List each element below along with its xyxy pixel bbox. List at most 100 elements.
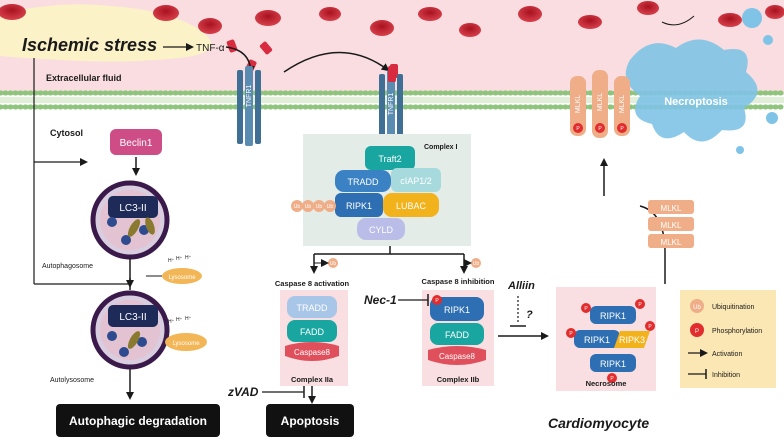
red-blood-cell (418, 7, 442, 21)
ripk1-label: RIPK1 (346, 201, 372, 211)
cytosol-label: Cytosol (50, 128, 83, 138)
mlkl-box (648, 200, 694, 214)
cargo-mitochondrion (127, 219, 141, 237)
mlkl-box (648, 217, 694, 231)
complex1-title: Complex I (424, 144, 458, 151)
ub-bead (291, 200, 303, 212)
lc3-label: LC3-II (119, 203, 146, 214)
complex2b-caspase8 (428, 346, 486, 365)
complex2a-tradd (287, 296, 337, 318)
legend-ub-icon (690, 299, 704, 313)
complex2a-tradd-label: TRADD (297, 303, 328, 313)
pore-phospho-text: P (620, 126, 624, 132)
cargo-mitochondrion (127, 331, 141, 349)
mlkl-pore (592, 70, 608, 138)
phospho-dot (566, 328, 576, 338)
red-blood-cell (198, 18, 222, 34)
caspase8-activation-heading: Caspase 8 activation (275, 279, 350, 288)
ciap-label: cIAP1/2 (400, 176, 432, 186)
mlkl-stack: MLKL MLKL MLKL (648, 200, 694, 248)
autophagosome-label: Autophagosome (42, 263, 93, 270)
alliin-label: Alliin (507, 280, 535, 292)
alliin-unknown-mark: ? (526, 309, 533, 321)
complex2a-caspase8 (285, 342, 339, 361)
red-blood-cell (578, 15, 602, 29)
receptor-strand (379, 74, 385, 146)
complex2b-fadd-label: FADD (445, 330, 470, 340)
legend-ub-label: Ubiquitination (712, 304, 755, 311)
red-blood-cell (459, 23, 481, 37)
splash-droplet (763, 35, 773, 45)
lubac-label: LUBAC (396, 201, 427, 211)
necrosome-ripk1-top-label: RIPK1 (600, 311, 626, 321)
deub-left-text: Ub (330, 261, 337, 267)
pore-phospho (573, 123, 583, 133)
tnf-to-tnfr1-arrow-right (283, 51, 390, 73)
zvad-label: zVAD (227, 385, 259, 399)
complex2b-fadd (430, 323, 484, 345)
necrosome-phosphates: P P P P P (566, 299, 655, 383)
mlkl-pores: MLKL P MLKL P MLKL P (570, 70, 630, 138)
red-blood-cell (319, 7, 341, 21)
necrosome-ripk1-bottom (590, 354, 636, 372)
tnf-alpha-label: TNF-α (196, 43, 225, 54)
cardiomyocyte-label: Cardiomyocyte (548, 415, 649, 431)
complex2a-title: Complex IIa (291, 375, 334, 384)
h-plus-4: H⁺ (168, 319, 175, 325)
pore-phospho (617, 123, 627, 133)
red-blood-cell (255, 10, 281, 26)
lubac-box (383, 193, 439, 217)
tnfr1-receptor-left: TNFR1 (237, 66, 261, 146)
lysosome-1 (162, 268, 202, 284)
apoptosis-box (266, 404, 354, 437)
ub-text: Ub (327, 204, 334, 210)
receptor-strand (245, 66, 253, 146)
h-plus-6: H⁺ (185, 316, 192, 322)
complex2a-fadd (287, 320, 337, 342)
necrosome-ripk1-mid-label: RIPK1 (584, 335, 610, 345)
ischemic-stress-label: Ischemic stress (22, 35, 157, 55)
pore-phospho-text: P (576, 126, 580, 132)
legend-activation-label: Activation (712, 351, 742, 358)
tradd-box (335, 170, 391, 192)
mlkl-box-label: MLKL (661, 221, 682, 230)
phospho-ripk1-text: P (435, 298, 439, 304)
tnfr1-receptor-right: TNFR1 (379, 66, 403, 148)
traf2-label: Traft2 (378, 154, 401, 164)
mlkl-box (648, 234, 694, 248)
tnf-molecule (259, 41, 273, 55)
ciap-box (391, 168, 441, 192)
lc3-box-2 (108, 305, 158, 327)
legend: Ub Ubiquitination P Phosphorylation Acti… (680, 290, 776, 388)
phospho-dot-text: P (610, 376, 614, 382)
ub-text: Ub (294, 204, 301, 210)
necroptosis-callout (661, 15, 695, 26)
lysosome-label-2: Lysosome (172, 341, 200, 347)
lysosome-label-1: Lysosome (168, 275, 196, 281)
autophagosome: LC3-II (90, 180, 170, 260)
lc3-box (108, 196, 158, 218)
phospho-dot-text: P (638, 302, 642, 308)
traf2-box (365, 146, 415, 170)
h-plus-3: H⁺ (185, 255, 192, 261)
p62-protein (137, 337, 147, 347)
ub-text: Ub (305, 204, 312, 210)
tradd-label: TRADD (348, 177, 379, 187)
complex2b-ripk1 (430, 297, 484, 321)
autolysosome: LC3-II (90, 290, 170, 370)
legend-p-symbol: P (695, 329, 699, 335)
splash-droplet (766, 112, 778, 124)
necrosome-ripk1-top (590, 306, 636, 324)
autophagic-degradation-box (56, 404, 220, 437)
extracellular-label: Extracellular fluid (46, 73, 122, 83)
necroptosis-label: Necroptosis (664, 96, 728, 108)
caspase8-inhibition-heading: Caspase 8 inhibition (422, 277, 495, 286)
splash-droplet (736, 146, 744, 154)
deub-left (328, 258, 338, 268)
ub-bead (302, 200, 314, 212)
complex2a-caspase8-label: Caspase8 (294, 348, 331, 357)
receptor-strand (397, 74, 403, 146)
mlkl-box-label: MLKL (661, 238, 682, 247)
legend-p-label: Phosphorylation (712, 328, 762, 335)
